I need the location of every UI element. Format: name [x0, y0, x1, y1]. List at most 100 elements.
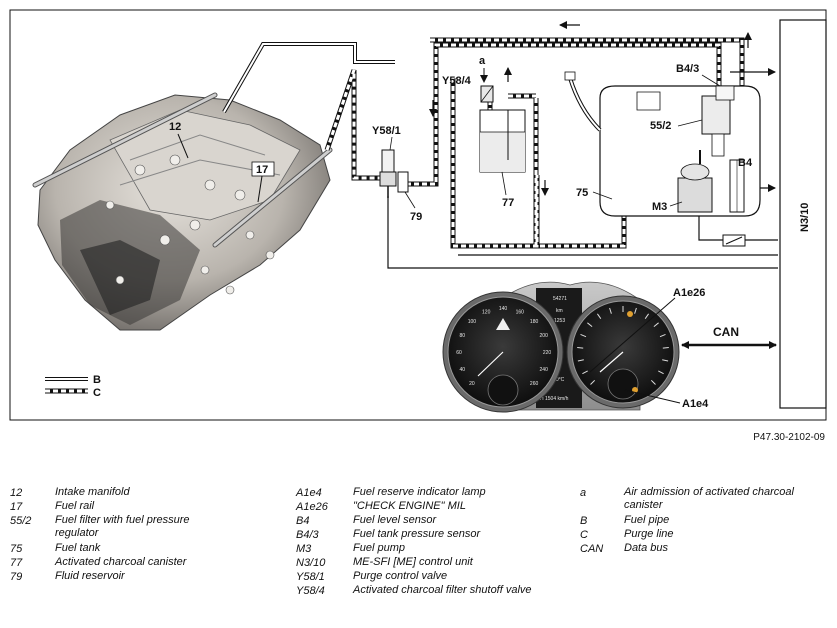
legend-entry: a Air admission of activated charcoal can… [580, 486, 830, 514]
label-air-admission: a [479, 55, 486, 67]
legend-code: Y58/4 [296, 585, 325, 597]
label-fuel-filter: 55/2 [650, 120, 671, 132]
tach-tick [577, 359, 584, 362]
warning-triangle-icon [496, 318, 510, 330]
tach-tick [659, 333, 666, 338]
fuel-pump [677, 150, 713, 213]
tach-tick [644, 313, 650, 319]
speed-tick-label: 100 [468, 319, 477, 325]
label-reserve-lamp: A1e4 [682, 398, 709, 410]
tach-tick [587, 322, 593, 327]
status-readout: H 1504 km/h [540, 396, 569, 402]
legend-description: Fuel filter with fuel pressure regulator [55, 514, 190, 539]
label-shutoff-valve: Y58/4 [442, 75, 472, 87]
legend-description: Activated charcoal canister [55, 556, 187, 568]
legend-entry: 77 Activated charcoal canister [10, 556, 280, 570]
label-fluid-reservoir: 79 [410, 211, 422, 223]
tach-tick [658, 370, 664, 375]
legend-entry: B Fuel pipe [580, 514, 830, 528]
speed-tick-label: 80 [460, 333, 466, 339]
fuel-system-diagram: 12 17 [9, 9, 827, 421]
legend-code: C [580, 529, 588, 541]
legend-code: B [580, 515, 588, 527]
speed-tick-label: 20 [469, 381, 475, 387]
legend-code: A1e26 [296, 501, 328, 513]
legend-description: ME-SFI [ME] control unit [353, 556, 473, 568]
legend-code: B4/3 [296, 529, 319, 541]
legend-code: 79 [10, 571, 23, 583]
legend-description: Fluid reservoir [55, 570, 125, 582]
legend-description: Air admission of activated charcoal cani… [624, 486, 794, 511]
legend-code: 75 [10, 543, 23, 555]
legend-code: 77 [10, 557, 23, 569]
tach-tick-marks [577, 306, 669, 385]
legend-description: Activated charcoal filter shutoff valve [353, 584, 532, 596]
legend-description: Purge line [624, 528, 674, 540]
purge-lines [324, 37, 745, 249]
label-fuel-pump: M3 [652, 201, 667, 213]
legend-code: CAN [580, 543, 604, 555]
label-fuel-rail: 17 [256, 164, 268, 176]
tach-tick [662, 347, 669, 349]
legend-code: 17 [10, 501, 23, 513]
speed-tick-label: 40 [460, 367, 466, 373]
trip-readout: 1253 [554, 318, 565, 324]
legend-description: Data bus [624, 542, 669, 554]
legend-code: a [580, 487, 587, 499]
check-engine-mil-icon [627, 311, 633, 317]
speed-tick-label: 200 [540, 333, 549, 339]
speed-tick-label: 220 [543, 350, 552, 356]
legend-description: Fuel level sensor [353, 514, 437, 526]
legend-code: M3 [296, 543, 312, 555]
speed-tick-label: 260 [530, 381, 539, 387]
legend-description: Intake manifold [55, 486, 130, 498]
legend-entry: M3 Fuel pump [296, 542, 566, 556]
legend-code: 55/2 [10, 515, 32, 527]
tach-tick [582, 370, 588, 375]
control-unit [779, 19, 827, 409]
tach-tick [609, 307, 612, 314]
legend-description: Fuel pipe [624, 514, 670, 526]
legend-entry: 55/2 Fuel filter with fuel pressure regul… [10, 514, 280, 542]
trip-unit: km [556, 308, 563, 314]
key-purge-line: C [93, 387, 101, 399]
instrument-cluster: 54271 km 1253 +25.0°C H 1504 km/h 204060… [442, 281, 680, 413]
label-control-unit: N3/10 [799, 203, 811, 232]
legend-code: B4 [296, 515, 310, 527]
fuel-level-sensor [729, 159, 745, 213]
legend-entry: A1e26"CHECK ENGINE" MIL [296, 500, 566, 514]
speed-tick-label: 180 [530, 319, 539, 325]
tach-tick [596, 313, 602, 319]
fuel-pipe [222, 42, 395, 113]
label-intake-manifold: 12 [169, 121, 181, 133]
legend-description: Fuel pump [353, 542, 405, 554]
fluid-reservoir [397, 171, 409, 193]
legend-entry: CAN Data bus [580, 542, 830, 556]
tach-tick [653, 322, 659, 327]
key-fuel-pipe: B [93, 374, 101, 386]
charcoal-canister [479, 109, 526, 173]
speed-tick-label: 60 [456, 350, 462, 356]
legend-entry: Y58/4 Activated charcoal filter shutoff v… [296, 584, 566, 612]
tachometer [566, 295, 680, 409]
speed-tick-label: 240 [540, 367, 549, 373]
legend-code: Y58/1 [296, 571, 325, 583]
label-canister: 77 [502, 197, 514, 209]
tach-tick [650, 379, 656, 385]
legend-entry: B4 Fuel level sensor [296, 514, 566, 528]
line-type-key [45, 377, 88, 394]
legend-code: A1e4 [296, 487, 322, 499]
tach-tick [662, 359, 669, 362]
label-level-sensor: B4 [738, 157, 753, 169]
speed-tick-label: 140 [499, 306, 508, 312]
